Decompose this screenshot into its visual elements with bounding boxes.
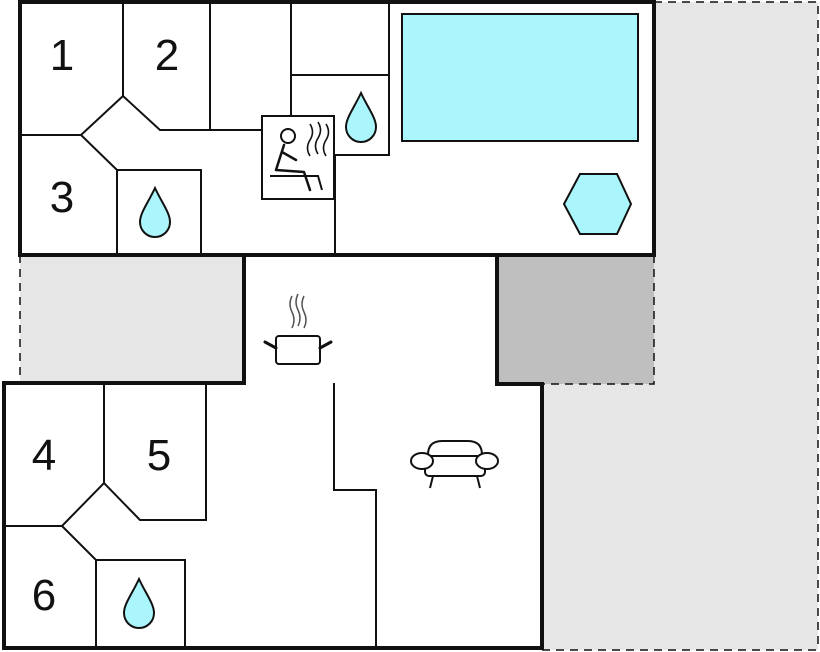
sauna-icon bbox=[261, 115, 335, 200]
terrace-right bbox=[542, 2, 818, 650]
terrace-left bbox=[20, 255, 244, 383]
lower-wing-walls bbox=[2, 255, 544, 650]
hexagon-icon bbox=[562, 173, 633, 235]
room-4-label: 4 bbox=[32, 431, 56, 480]
upper-interior-walls bbox=[20, 2, 390, 255]
sofa-icon bbox=[410, 440, 499, 489]
water-drop-icon bbox=[138, 185, 172, 238]
covered-area bbox=[497, 255, 654, 384]
room-1-label: 1 bbox=[50, 31, 74, 80]
room-5-label: 5 bbox=[147, 431, 171, 480]
water-drop-icon bbox=[122, 576, 156, 629]
upper-wing-walls bbox=[18, 0, 656, 257]
room-6-label: 6 bbox=[32, 571, 56, 620]
room-2-label: 2 bbox=[155, 31, 179, 80]
terrace-area bbox=[19, 1, 819, 651]
exterior-walls bbox=[2, 0, 656, 650]
water-drop-icon bbox=[344, 90, 378, 143]
lower-interior-walls bbox=[4, 383, 377, 648]
pool-icon bbox=[401, 13, 639, 142]
cooking-pot-icon bbox=[263, 293, 333, 365]
room-3-label: 3 bbox=[50, 173, 74, 222]
